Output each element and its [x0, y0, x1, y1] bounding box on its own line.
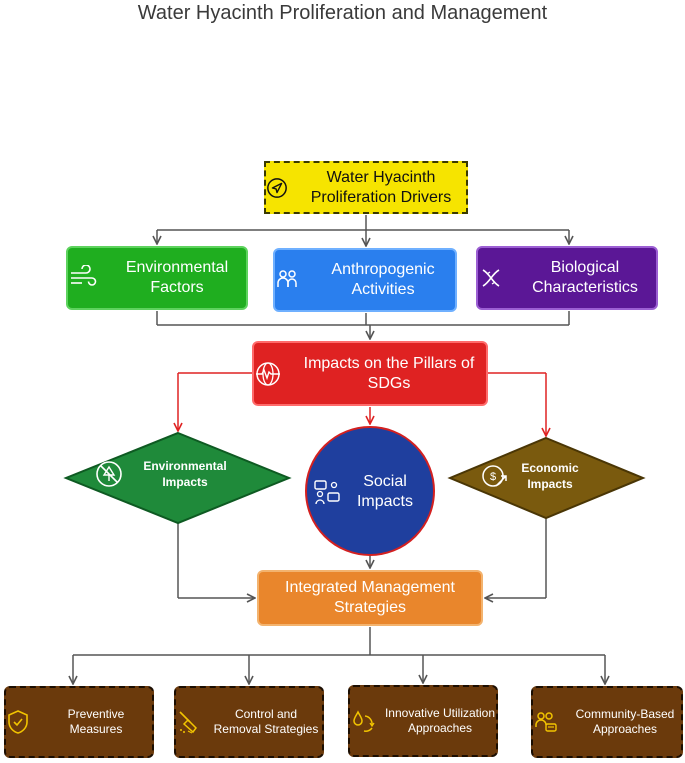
preventive-measures-label: Preventive Measures — [67, 707, 125, 736]
control-removal-label: Control and Removal Strategies — [213, 707, 319, 736]
sdg-impacts-node: Impacts on the Pillars of SDGs — [252, 341, 488, 406]
proliferation-drivers-label: Water Hyacinth Proliferation Drivers — [310, 168, 452, 206]
control-removal-node: Control and Removal Strategies — [174, 686, 324, 758]
wind-icon — [68, 265, 98, 291]
environmental-factors-label: Environmental Factors — [125, 259, 229, 296]
no-tree-icon — [94, 459, 124, 489]
broom-icon — [176, 709, 202, 735]
economic-impacts-diamond — [447, 436, 646, 520]
environmental-impacts-label: Environmental Impacts — [143, 459, 227, 490]
social-impacts-circle — [305, 426, 435, 556]
innovative-utilization-label: Innovative Utilization Approaches — [384, 706, 496, 735]
money-growth-icon: $ — [480, 462, 508, 490]
anthropogenic-activities-node: Anthropogenic Activities — [273, 248, 457, 312]
shield-check-icon — [6, 709, 30, 735]
social-impacts-label: Social Impacts — [356, 473, 413, 510]
social-impacts-node: Social Impacts — [312, 472, 422, 512]
people-chat-icon — [533, 709, 559, 735]
integrated-strategies-node: Integrated Management Strategies — [257, 570, 483, 626]
anthropogenic-activities-label: Anthropogenic Activities — [331, 261, 435, 298]
community-based-node: Community-Based Approaches — [531, 686, 683, 758]
globe-pulse-icon — [254, 360, 282, 388]
compass-arrow-icon — [266, 177, 288, 199]
innovative-utilization-node: Innovative Utilization Approaches — [348, 685, 498, 757]
community-icon — [312, 477, 342, 507]
proliferation-drivers-node: Water Hyacinth Proliferation Drivers — [264, 161, 468, 214]
biological-characteristics-node: Biological Characteristics — [476, 246, 658, 310]
dna-icon — [478, 265, 504, 291]
economic-impacts-node: $ Economic Impacts — [480, 460, 586, 492]
integrated-strategies-label: Integrated Management Strategies — [285, 579, 455, 616]
preventive-measures-node: Preventive Measures — [4, 686, 154, 758]
biological-characteristics-label: Biological Characteristics — [532, 259, 638, 296]
people-icon — [275, 267, 301, 293]
environmental-impacts-node: Environmental Impacts — [94, 458, 240, 490]
environmental-factors-node: Environmental Factors — [66, 246, 248, 310]
sdg-impacts-label: Impacts on the Pillars of SDGs — [303, 354, 475, 392]
recycle-drop-icon — [350, 708, 376, 734]
svg-text:$: $ — [490, 471, 496, 483]
community-based-label: Community-Based Approaches — [575, 707, 675, 736]
economic-impacts-label: Economic Impacts — [521, 461, 579, 492]
diagram-title: Water Hyacinth Proliferation and Managem… — [137, 2, 548, 24]
